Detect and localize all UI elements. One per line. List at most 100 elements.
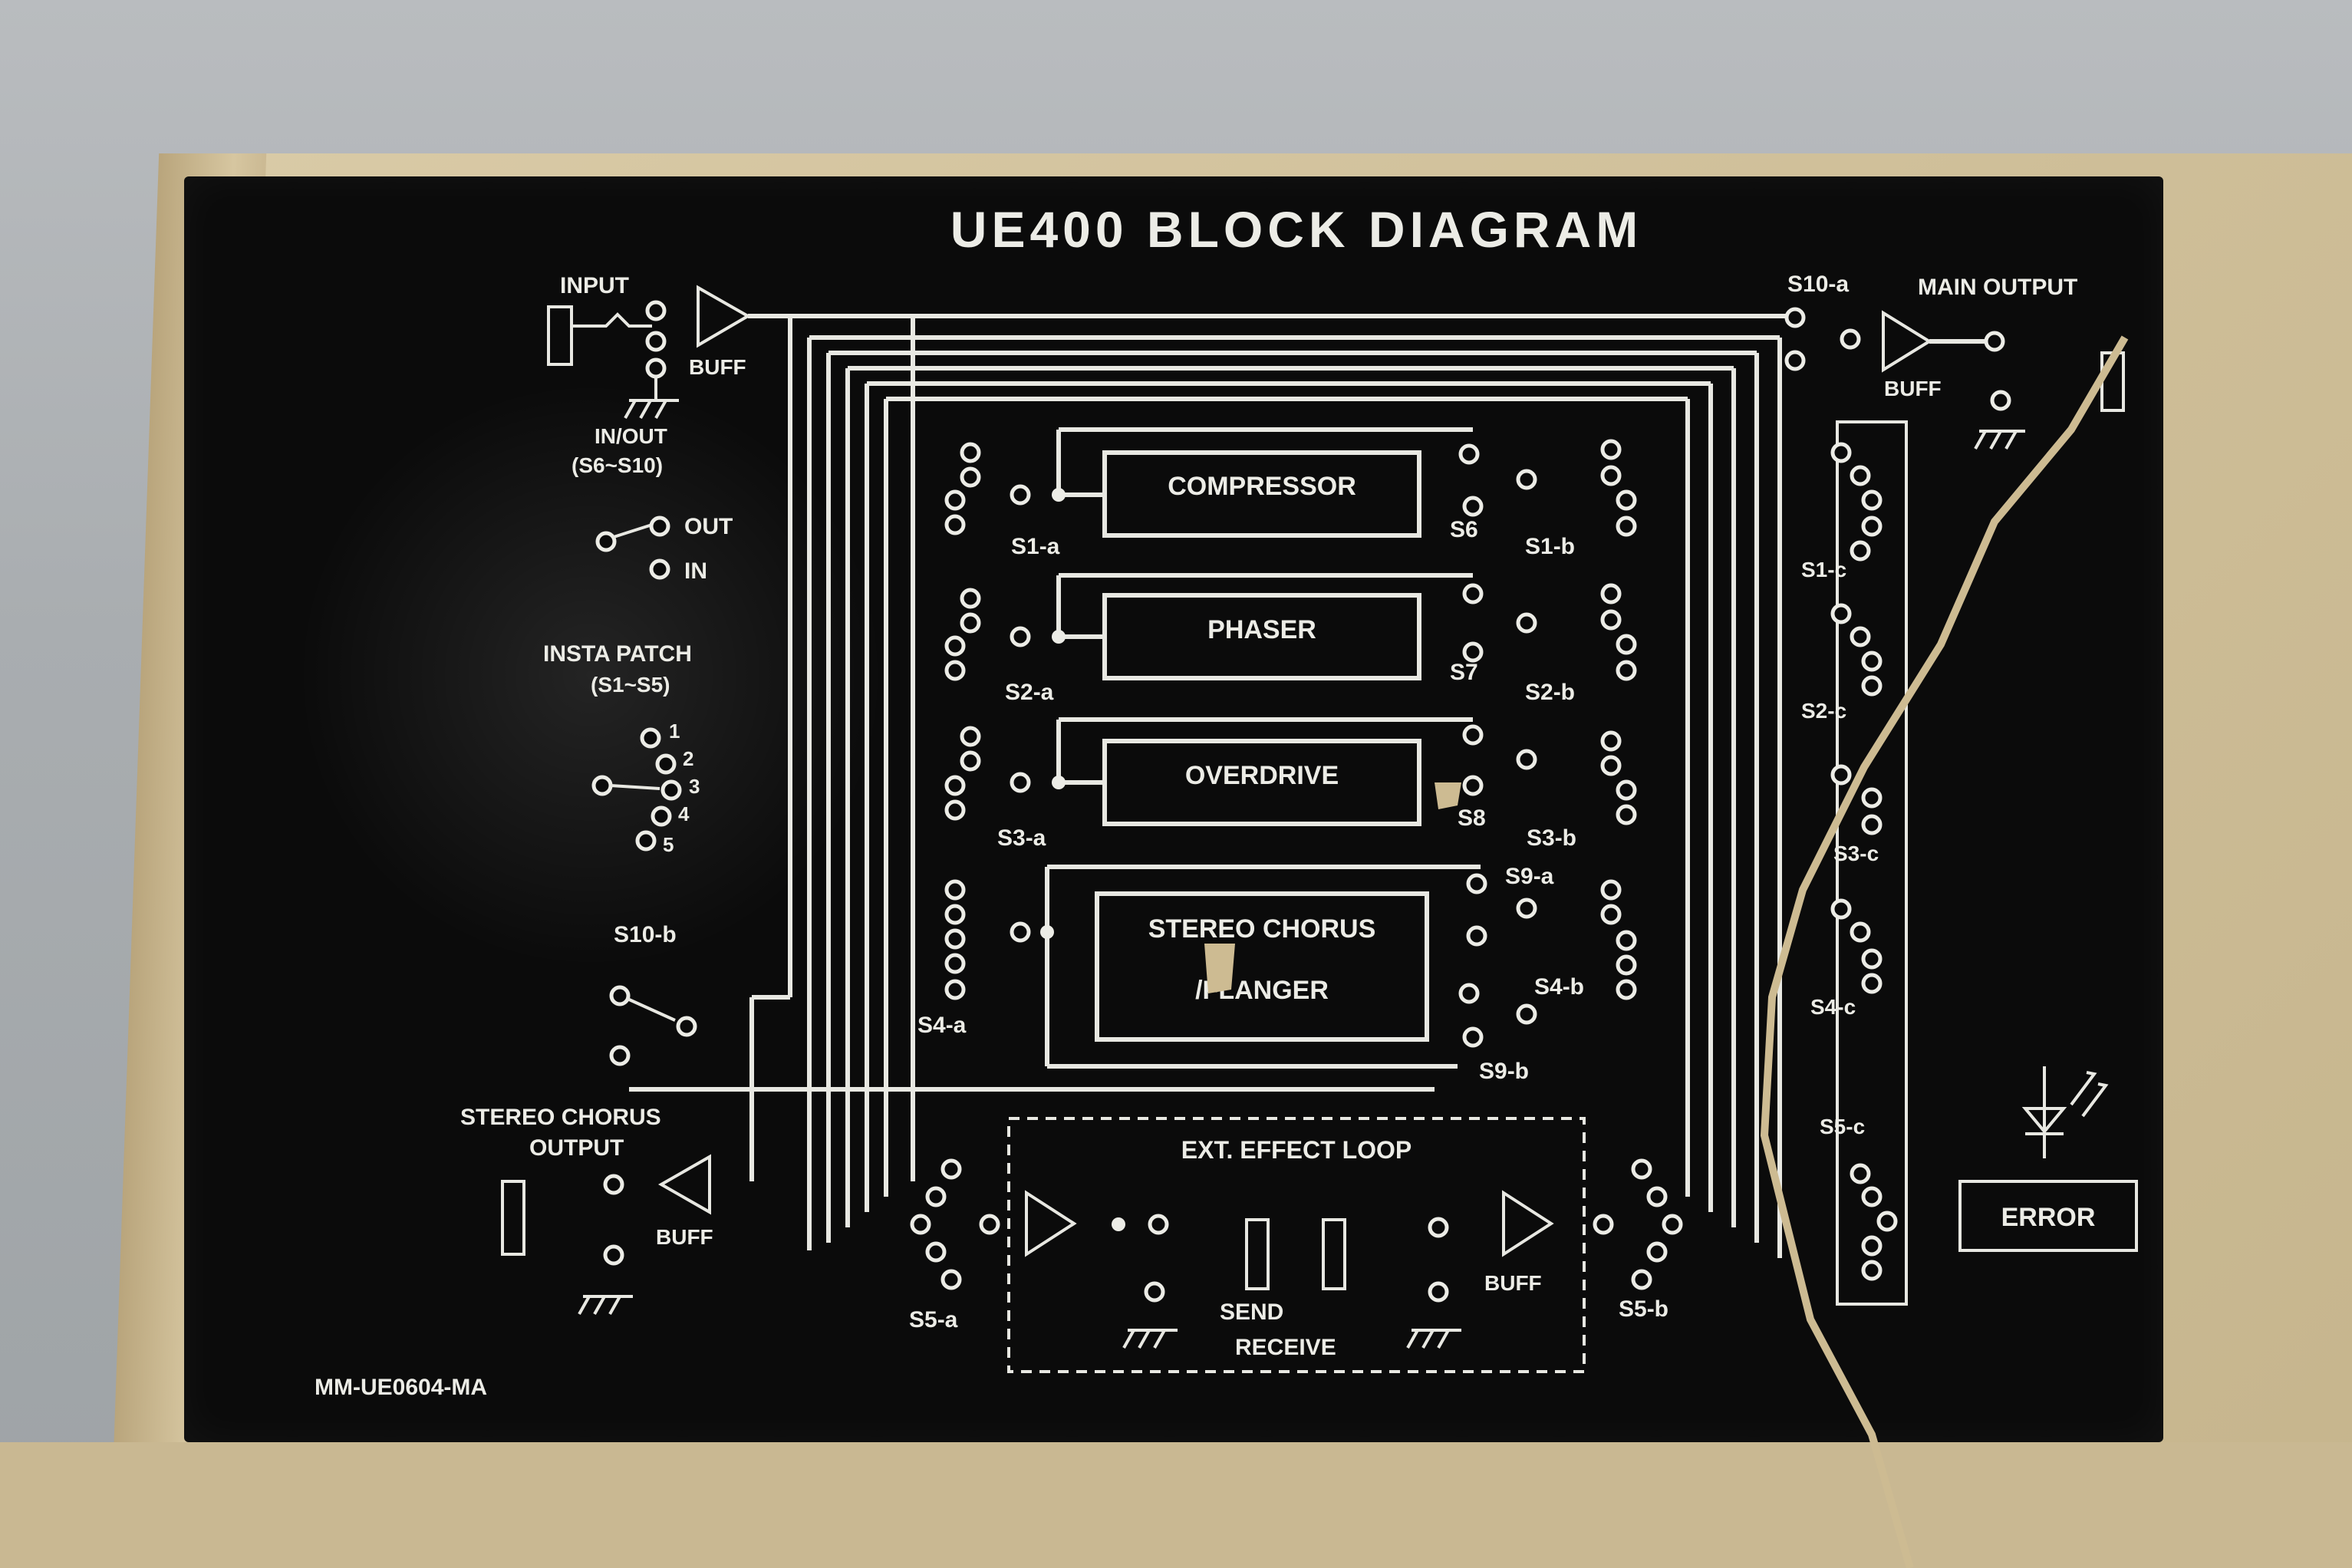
out-label: OUT [684, 514, 733, 539]
s5b-label: S5-b [1619, 1296, 1668, 1322]
svg-text:S1-b: S1-b [1525, 534, 1575, 559]
in-out-range: (S6~S10) [572, 453, 663, 477]
effect-overdrive: OVERDRIVE S3-a S8 S3-b [997, 717, 1576, 851]
s10a-node-2 [1840, 328, 1861, 350]
input-jack [547, 305, 573, 366]
error-led-icon [2021, 1066, 2109, 1158]
input-jack-contact [572, 312, 652, 328]
diagram-title: UE400 BLOCK DIAGRAM [950, 201, 1642, 258]
svg-text:S7: S7 [1450, 660, 1478, 685]
effect-stereo-chorus-flanger: STEREO CHORUS /FLANGER S4-a S9-a S4-b S9… [917, 864, 1584, 1084]
patch-number-5: 5 [663, 833, 674, 856]
insta-patch-label: INSTA PATCH [543, 641, 692, 667]
svg-text:S2-b: S2-b [1525, 680, 1575, 705]
s10b-lever [627, 997, 676, 1022]
receive-node [1428, 1217, 1449, 1238]
stereo-chorus-output-line1: STEREO CHORUS [460, 1105, 661, 1130]
receive-ground-node [1428, 1281, 1449, 1303]
main-output-label: MAIN OUTPUT [1918, 275, 2077, 300]
send-switch-node [1148, 1214, 1169, 1235]
chorus-output-jack [501, 1180, 525, 1256]
svg-text:OVERDRIVE: OVERDRIVE [1185, 761, 1339, 790]
chorus-output-node [603, 1174, 624, 1195]
in-out-label: IN/OUT [595, 424, 667, 448]
label-sheen [245, 330, 936, 1020]
s10a-node-3 [1784, 350, 1806, 371]
ext-effect-loop-box [1007, 1117, 1586, 1373]
loop-ground-icons [1122, 1329, 1461, 1349]
send-ground-node [1144, 1281, 1165, 1303]
block-diagram-label [184, 176, 2163, 1442]
main-ground-icon [1974, 430, 2025, 450]
s10b-node-1 [609, 985, 631, 1006]
s5a-label: S5-a [909, 1307, 958, 1332]
s5c-label: S5-c [1820, 1115, 1865, 1138]
svg-text:PHASER: PHASER [1207, 615, 1316, 644]
switch-nodes [944, 439, 1637, 1048]
s10b-node-2 [676, 1016, 697, 1037]
patch-common-node [591, 775, 613, 796]
insta-patch-range: (S1~S5) [591, 673, 670, 697]
s10b-node-3 [609, 1045, 631, 1066]
s3c-label: S3-c [1833, 842, 1879, 865]
input-node-3 [645, 357, 667, 379]
in-label: IN [684, 558, 707, 584]
effect-phaser: PHASER S2-a S7 S2-b [1005, 573, 1575, 705]
c-switch-bus [1836, 420, 1908, 1306]
patch-number-1: 1 [669, 720, 680, 743]
svg-text:S4-a: S4-a [917, 1013, 967, 1038]
input-buff-label: BUFF [689, 355, 746, 379]
send-label: SEND [1220, 1300, 1283, 1325]
patch-node-3 [660, 779, 682, 801]
s10a-label: S10-a [1787, 272, 1849, 297]
ground-icon [624, 399, 679, 419]
chorus-out-buffer-triangle [657, 1154, 711, 1215]
patch-node-5 [635, 830, 657, 852]
input-buffer-triangle [697, 285, 752, 348]
effect-compressor: COMPRESSOR S1-a S6 S1-b [1011, 427, 1575, 559]
main-output-node [1984, 331, 2005, 352]
label-chip-2 [1435, 782, 1461, 809]
svg-text:S9-a: S9-a [1505, 864, 1554, 889]
svg-text:S1-a: S1-a [1011, 534, 1060, 559]
bus-wiring [748, 314, 1795, 1258]
enclosure-front [0, 1442, 2352, 1568]
svg-text:COMPRESSOR: COMPRESSOR [1168, 472, 1356, 501]
input-node-1 [645, 300, 667, 321]
in-node [649, 558, 670, 580]
s1c-label: S1-c [1801, 558, 1846, 581]
input-node-2 [645, 331, 667, 352]
svg-text:STEREO CHORUS: STEREO CHORUS [1148, 914, 1376, 944]
receive-jack [1322, 1218, 1346, 1290]
patch-node-1 [640, 727, 661, 749]
svg-text:S2-a: S2-a [1005, 680, 1054, 705]
svg-text:S4-b: S4-b [1534, 974, 1584, 1000]
s10b-label: S10-b [614, 922, 677, 947]
out-node-a [595, 531, 617, 552]
send-node [1112, 1217, 1125, 1231]
chorus-ground-node [603, 1244, 624, 1266]
input-label: INPUT [560, 273, 629, 298]
svg-text:S9-b: S9-b [1479, 1059, 1529, 1084]
svg-text:S8: S8 [1458, 805, 1486, 831]
svg-text:S3-b: S3-b [1527, 825, 1576, 851]
main-buffer-triangle [1882, 310, 1932, 373]
out-switch-lever [613, 523, 653, 539]
receive-buffer-triangle [1502, 1190, 1554, 1257]
s10a-node-1 [1784, 307, 1806, 328]
receive-label: RECEIVE [1235, 1335, 1336, 1360]
chorus-ground-icon [578, 1295, 633, 1315]
model-code: MM-UE0604-MA [315, 1375, 487, 1400]
s4c-label: S4-c [1810, 995, 1856, 1019]
ext-effect-loop-label: EXT. EFFECT LOOP [1181, 1136, 1412, 1164]
c-switch-nodes [1830, 442, 1898, 1281]
s2c-label: S2-c [1801, 699, 1846, 723]
stereo-chorus-output-line2: OUTPUT [529, 1135, 624, 1161]
patch-selector-lever [610, 784, 660, 790]
patch-number-3: 3 [689, 775, 700, 798]
main-buff-label: BUFF [1884, 377, 1942, 400]
send-jack [1245, 1218, 1270, 1290]
receive-buff-label: BUFF [1484, 1271, 1542, 1295]
main-output-ground-node [1990, 390, 2011, 411]
